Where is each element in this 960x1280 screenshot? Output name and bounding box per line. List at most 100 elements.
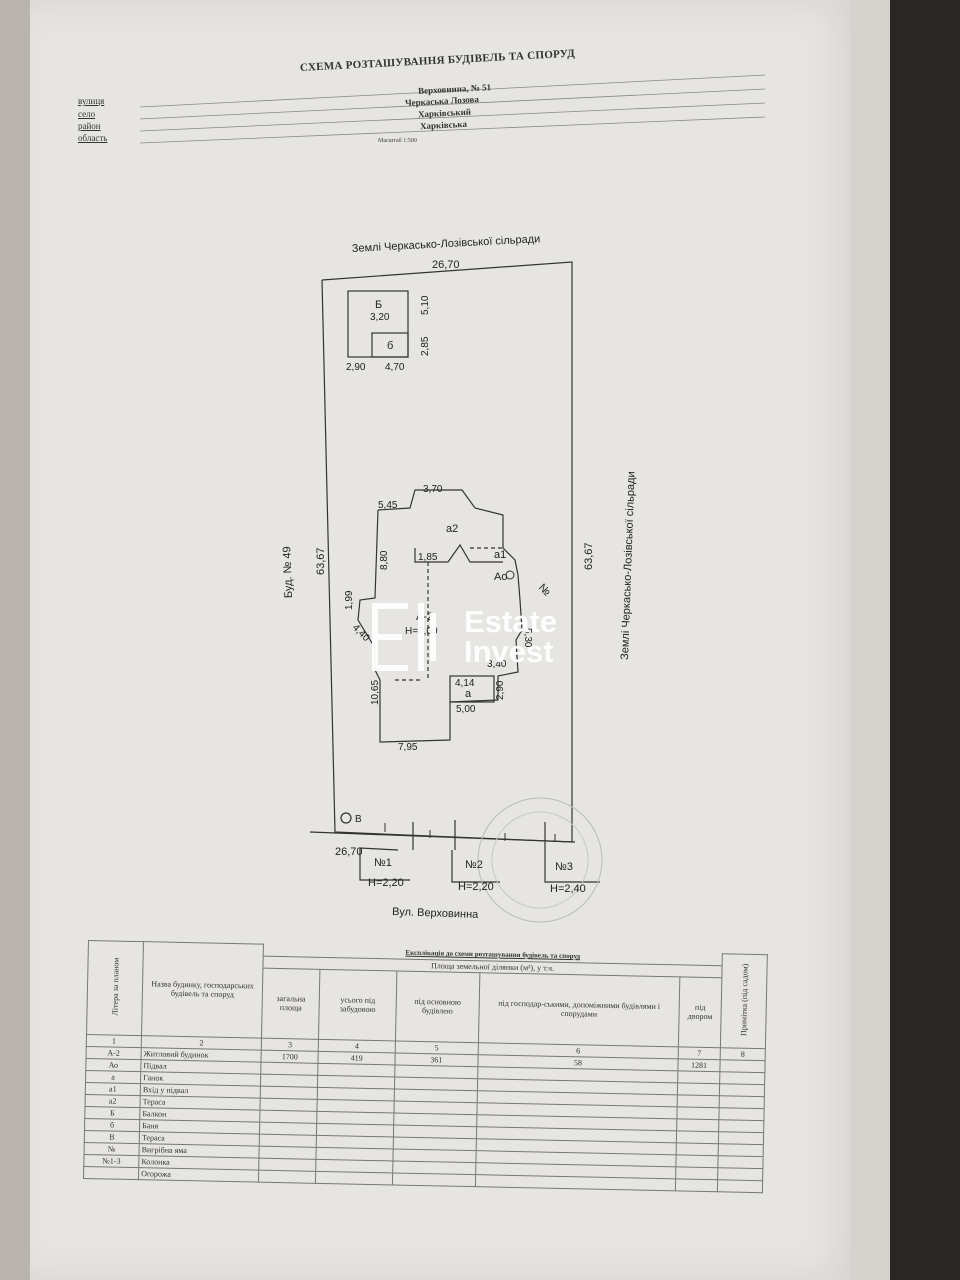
document-sheet [30,0,860,1280]
gate-2-height: H=2,20 [458,881,494,893]
letter-b-small: б [387,340,393,352]
well-marker [340,812,352,824]
table-cell: №1-3 [83,1153,140,1168]
table-cell [718,1107,765,1121]
svg-text:3,70: 3,70 [423,484,443,495]
header-built: усього під забудовою [318,968,397,1041]
table-cell [675,1166,718,1180]
table-cell [315,1170,393,1185]
table-cell [717,1167,763,1181]
letter-a2: а2 [446,523,458,535]
label-street: вулиця [78,96,105,106]
svg-text:4,70: 4,70 [385,362,405,373]
letter-a1: а1 [494,549,506,561]
table-cell [718,1119,764,1133]
table-cell [392,1172,476,1187]
svg-text:1,85: 1,85 [418,552,438,563]
dim-top-width: 26,70 [432,259,460,271]
svg-text:10,65: 10,65 [370,680,381,705]
explication-table-wrapper: Літера за планом Назва будинку, господар… [83,940,768,1193]
pit-label: № [536,582,553,599]
svg-text:5,00: 5,00 [456,704,476,715]
svg-text:3,40: 3,40 [487,659,507,670]
dim-right-length: 63,67 [583,542,595,570]
table-cell [718,1131,764,1145]
table-cell [677,1094,720,1108]
letter-ao: Ао [494,571,507,583]
table-cell: б [84,1117,140,1132]
svg-text:5,10: 5,10 [420,295,431,315]
table-cell: А-2 [86,1045,142,1060]
north-border-label: Землі Черкасько-Лозівської сільради [352,233,541,255]
table-cell: а2 [85,1093,141,1108]
gate-1-height: H=2,20 [368,877,404,889]
watermark-line-2: Invest [464,634,554,669]
outbuilding-b-small [371,332,409,358]
letter-b-big: Б [375,299,382,311]
dim-left-length: 63,67 [315,547,327,575]
svg-text:8,80: 8,80 [379,550,390,570]
table-cell: а1 [85,1081,141,1096]
svg-text:2,90: 2,90 [346,362,366,373]
table-cell [676,1130,719,1144]
estate-invest-logo-icon [372,603,436,671]
header-total: загальна площа [261,967,321,1039]
gate-3-height: H=2,40 [550,883,586,895]
label-region: область [78,133,108,143]
svg-text:2,90: 2,90 [495,680,506,700]
dim-bottom-width: 26,70 [335,846,363,858]
underlying-sheet [850,0,890,1280]
estate-invest-watermark: Estate Invest [372,603,557,671]
table-cell [675,1154,719,1168]
svg-text:5,30: 5,30 [522,628,533,648]
table-cell [719,1095,765,1109]
explication-table: Літера за планом Назва будинку, господар… [83,940,768,1193]
svg-text:2,85: 2,85 [420,336,431,356]
table-cell [719,1071,765,1085]
table-cell [718,1143,764,1157]
svg-text:5,45: 5,45 [378,500,398,511]
watermark-line-1: Estate [464,604,558,639]
porch-a [449,675,495,703]
table-cell [677,1070,720,1084]
table-cell [677,1082,720,1096]
lot-boundary [321,261,573,843]
label-village: село [78,109,96,119]
table-cell [675,1178,718,1192]
gate-3-number: №3 [555,861,573,873]
table-cell: Б [84,1105,141,1120]
header-name: Назва будинку, господарських будівель та… [141,941,264,1038]
table-cell [676,1142,719,1156]
table-cell [676,1106,720,1120]
svg-text:4,40: 4,40 [350,622,372,644]
header-note: Примітка (під садом) [720,953,768,1049]
east-border-label: Землі Черкасько-Лозівської сільради [619,471,638,660]
well-label: В [355,814,362,825]
svg-text:3,20: 3,20 [370,312,390,323]
scale-note: Масштаб 1:500 [378,138,417,144]
west-border-label: Буд. № 49 [281,546,295,598]
table-cell [717,1179,763,1193]
table-cell [676,1118,719,1132]
svg-text:7,95: 7,95 [398,742,418,753]
table-cell [717,1155,764,1169]
header-aux: під господар-ськими, допоміжними будівля… [478,972,680,1047]
header-yard: під двором [678,976,722,1048]
table-cell: 1281 [677,1058,721,1072]
label-district: район [78,121,101,131]
svg-text:4,14: 4,14 [455,678,475,689]
table-cell [719,1083,765,1097]
table-cell [258,1169,317,1183]
table-cell [719,1059,766,1073]
svg-text:1,99: 1,99 [344,590,355,610]
table-cell [83,1165,139,1180]
watermark-text: Estate Invest [464,604,558,669]
header-main: під основною будівлею [395,970,480,1043]
header-letter: Літера за планом [86,940,144,1036]
letter-a: а [465,688,472,700]
street-label: Вул. Верховинна [392,906,479,921]
gate-1-number: №1 [374,857,392,869]
